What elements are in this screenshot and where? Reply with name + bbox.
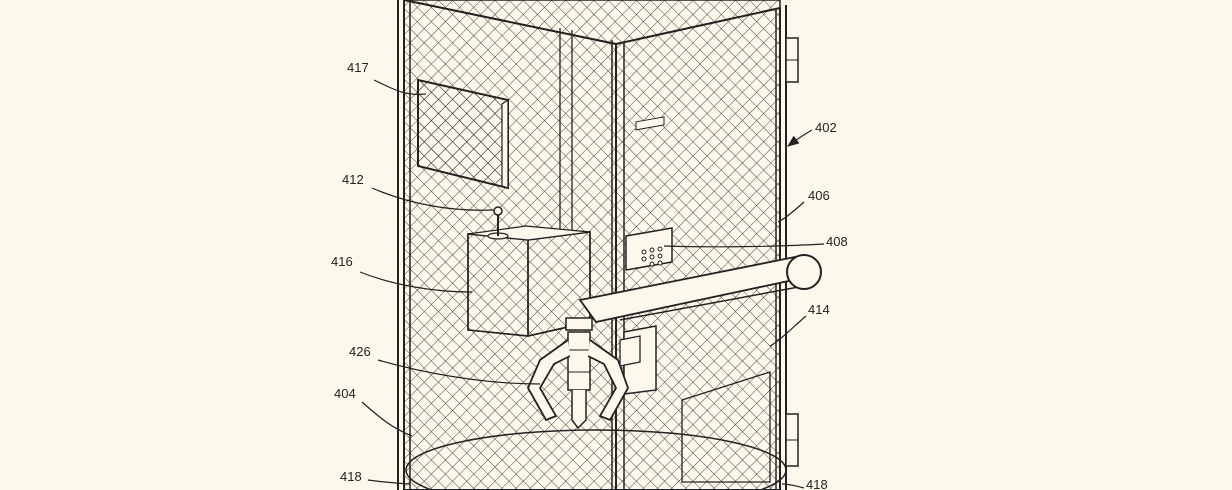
robotic-arm bbox=[578, 254, 822, 395]
keypad bbox=[625, 116, 673, 271]
mesh-cage bbox=[397, 0, 787, 490]
label-417: 417 bbox=[347, 60, 369, 75]
label-408: 408 bbox=[826, 234, 848, 249]
label-418-left: 418 bbox=[340, 469, 362, 484]
label-404: 404 bbox=[334, 386, 356, 401]
lower-compartment bbox=[681, 371, 771, 483]
joystick bbox=[487, 206, 509, 240]
label-416: 416 bbox=[331, 254, 353, 269]
label-418-right: 418 bbox=[806, 477, 828, 490]
label-414: 414 bbox=[808, 302, 830, 317]
claw bbox=[526, 317, 629, 430]
cage-top-face bbox=[403, 0, 781, 45]
floor bbox=[405, 429, 787, 490]
door-hinges bbox=[785, 37, 799, 467]
display-screen bbox=[417, 78, 509, 190]
label-412: 412 bbox=[342, 172, 364, 187]
label-402: 402 bbox=[815, 120, 837, 135]
reference-labels: 417 402 412 406 408 416 414 426 404 418 … bbox=[331, 60, 848, 490]
label-426: 426 bbox=[349, 344, 371, 359]
control-box bbox=[467, 225, 591, 337]
label-406: 406 bbox=[808, 188, 830, 203]
